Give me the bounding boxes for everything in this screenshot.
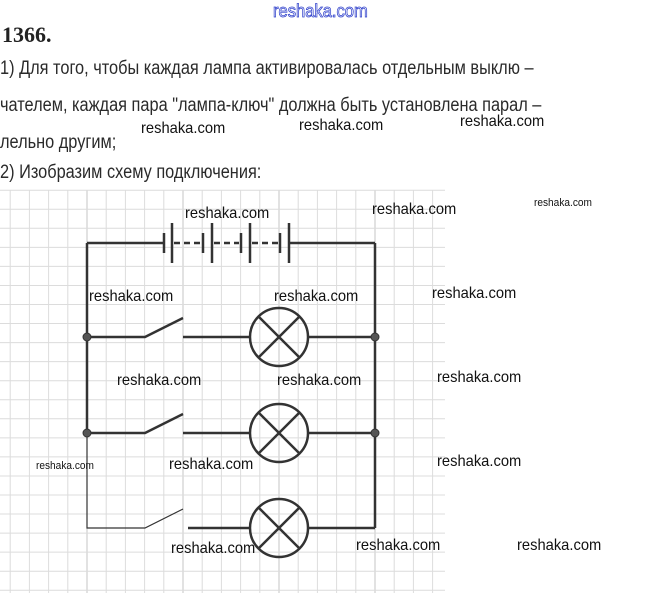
watermark: reshaka.com [437,369,522,386]
text-line-4: 2) Изобразим схему подключения: [0,162,262,183]
text-line-3: лельно другим; [0,132,117,153]
text-line-2: чателем, каждая пара "лампа-ключ" должна… [0,95,542,116]
watermark: reshaka.com [89,288,174,305]
watermark: reshaka.com [117,372,202,389]
watermark: reshaka.com [185,205,270,222]
watermark: reshaka.com [534,197,592,209]
watermark: reshaka.com [169,456,254,473]
switch-1-icon [87,316,250,339]
watermark: reshaka.com [517,537,602,554]
watermark: reshaka.com [171,540,256,557]
lamp-3-icon [248,497,310,559]
switch-2-icon [87,412,250,435]
watermark: reshaka.com [273,1,369,22]
lamp-1-icon [248,306,310,368]
watermark: reshaka.com [277,372,362,389]
watermark: reshaka.com [299,117,384,134]
battery-icon [162,223,298,263]
lamp-2-icon [248,402,310,464]
junction-dot [82,428,92,438]
switch-3-icon [86,433,184,529]
watermark: reshaka.com [274,288,359,305]
wire-top [85,241,377,528]
junction-dot [82,332,92,342]
watermark: reshaka.com [141,120,226,137]
watermark: reshaka.com [36,460,94,472]
watermark: reshaka.com [460,113,545,130]
watermark: reshaka.com [437,453,522,470]
watermark: reshaka.com [432,285,517,302]
grid-paper [0,189,445,593]
text-line-1: 1) Для того, чтобы каждая лампа активиро… [0,58,534,79]
watermark: reshaka.com [372,201,457,218]
watermark: reshaka.com [356,537,441,554]
problem-number: 1366. [2,22,52,47]
junction-dot [370,428,380,438]
junction-dot [370,332,380,342]
